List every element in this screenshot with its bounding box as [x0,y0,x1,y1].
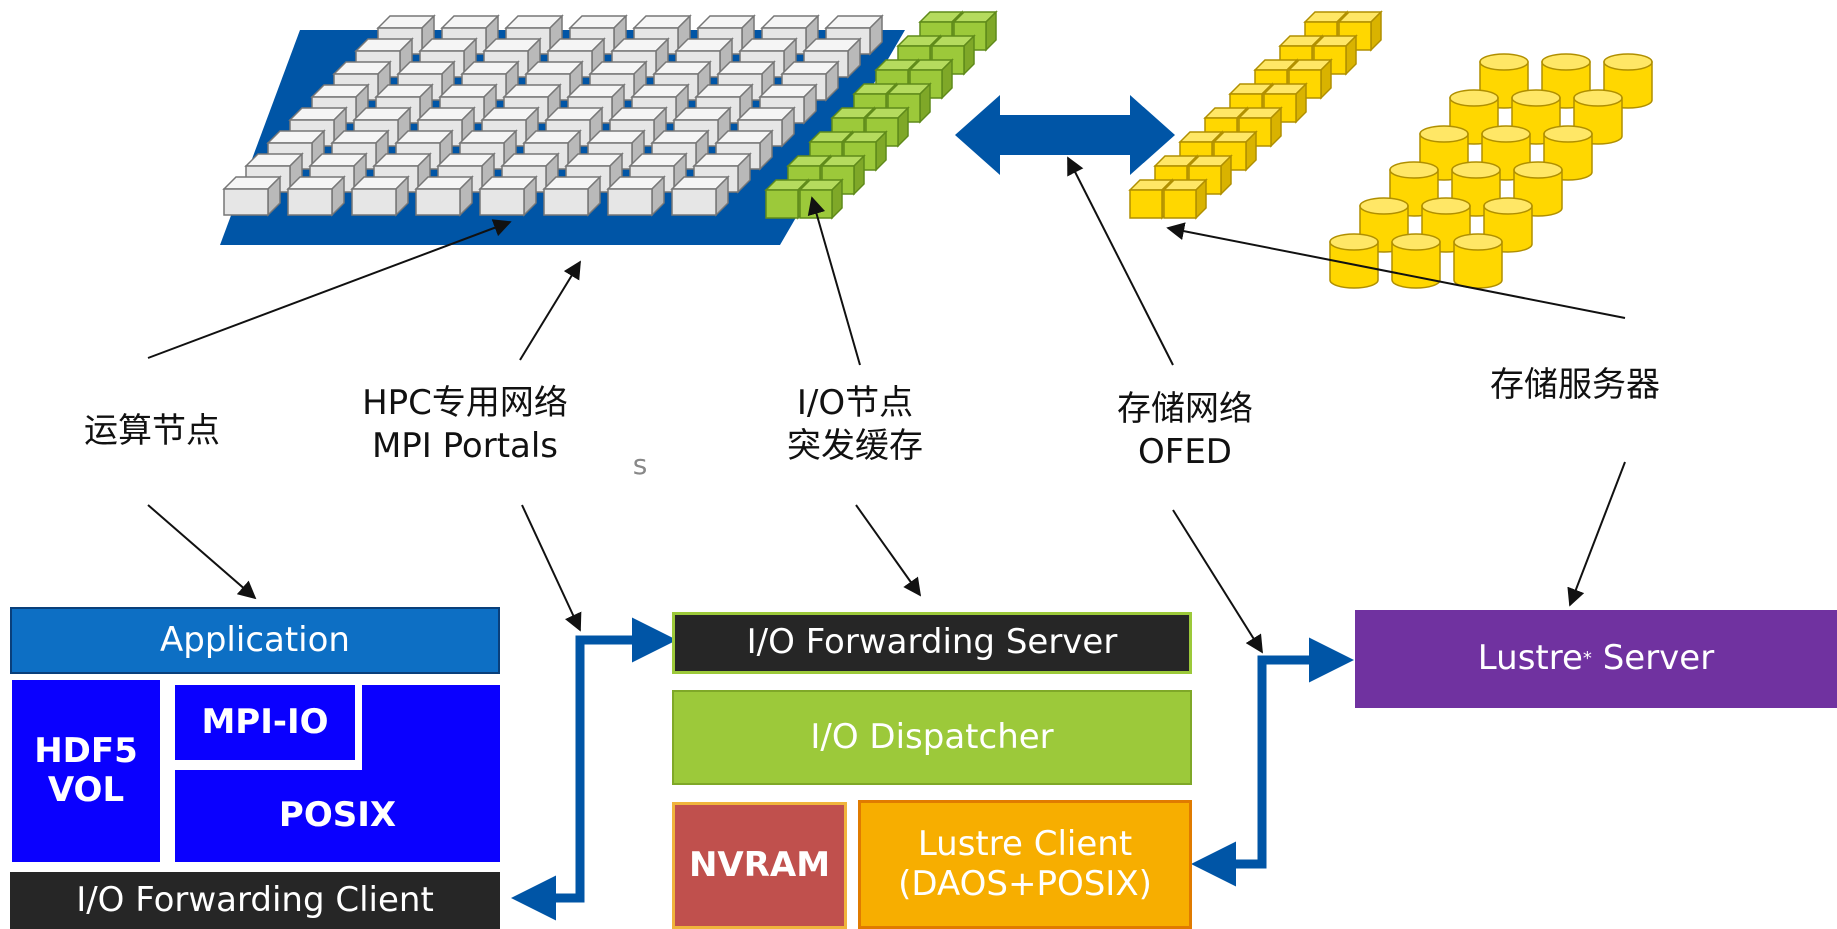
label-io-nodes: I/O节点 突发缓存 [787,383,923,466]
nvram-box: NVRAM [672,802,847,929]
forwarding-connector [511,617,677,921]
io-forwarding-server-box: I/O Forwarding Server [672,612,1192,674]
posix-box: POSIX [175,770,500,862]
lustre-server-mark: * [1582,647,1592,669]
compute-node-grid [222,14,884,217]
storage-disk-cylinders [1329,53,1653,289]
pointer-hpc-network [519,260,581,361]
pointer-compute [147,219,512,359]
compute-node-cube [478,175,538,217]
io-node-cube [952,10,998,52]
lustre-client-box: Lustre Client(DAOS+POSIX) [858,800,1192,929]
lustre-server-box: Lustre* Server [1355,610,1837,708]
pointer-io-nodes [807,196,861,366]
label-storage-servers: 存储服务器 [1490,365,1660,405]
pointer-io-to-server [855,504,922,597]
pointer-hpc-to-forward [521,504,582,632]
pointer-storage-servers [1166,222,1626,319]
storage-server-cube [1287,58,1333,100]
compute-node-cube [244,152,304,194]
pointer-storage-net-to-link [1172,509,1263,654]
disk-cylinder [1453,233,1503,289]
io-dispatcher-box: I/O Dispatcher [672,690,1192,785]
pointer-compute-to-app [147,504,257,600]
compute-node-cube [414,175,474,217]
storage-server-cubes [1128,10,1383,220]
disk-cylinder [1603,53,1653,109]
pointer-servers-to-lustre [1567,461,1626,607]
compute-node-cube [606,175,666,217]
lustre-server-name: Lustre [1477,638,1583,679]
label-hpc-network: HPC专用网络 MPI Portals [362,383,568,466]
compute-node-cube [350,175,410,217]
lustre-server-suffix: Server [1602,638,1715,679]
io-forwarding-client-box: I/O Forwarding Client [10,872,500,929]
application-box: Application [10,607,500,674]
disk-cylinder [1391,233,1441,289]
storage-network-double-arrow [955,95,1175,175]
compute-node-cube [670,175,730,217]
stray-letter: s [632,448,648,481]
label-compute-nodes: 运算节点 [84,411,220,451]
storage-server-cube [1162,178,1208,220]
posix-box-ext [362,685,500,775]
compute-node-cube [222,175,282,217]
mpi-io-box: MPI-IO [175,685,355,760]
lustre-connector [1191,637,1354,887]
label-storage-network: 存储网络 OFED [1117,389,1253,472]
compute-node-cube [542,175,602,217]
compute-node-cube [286,175,346,217]
pointer-storage-network [1067,156,1174,366]
io-node-cube [798,178,844,220]
